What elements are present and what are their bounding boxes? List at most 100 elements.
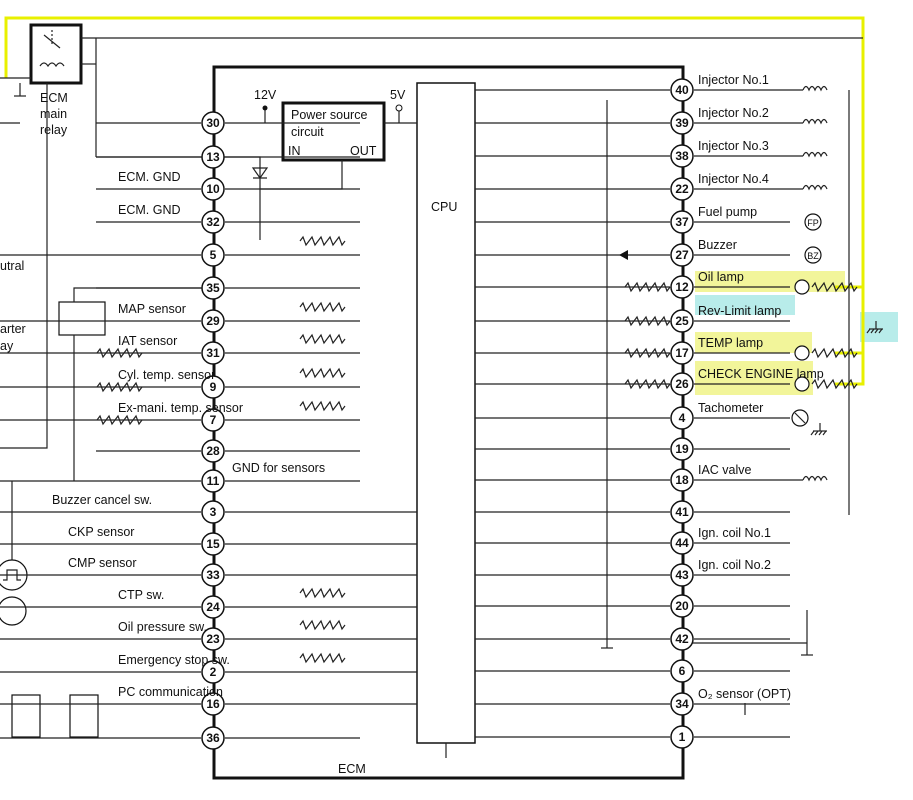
right-pin-label: Oil lamp <box>698 270 744 284</box>
left-pin-33: 33 CMP sensor <box>0 556 417 587</box>
right-pin-6: 6 <box>475 659 790 683</box>
check-engine-highlight <box>695 361 813 395</box>
buzzer-badge: BZ <box>807 251 819 261</box>
left-pin-label: Ex-mani. temp. sensor <box>118 401 243 415</box>
partial-relay: ay <box>0 339 14 353</box>
left-pin-number: 16 <box>206 697 220 711</box>
right-pin-18: 18 IAC valve <box>475 463 828 492</box>
left-pin-number: 29 <box>206 314 220 328</box>
right-pin-number: 12 <box>675 280 689 294</box>
right-pin-number: 19 <box>675 442 689 456</box>
rev-limit-lamp-highlight <box>695 295 795 315</box>
pc-connector-1 <box>11 694 41 738</box>
right-pin-1: 1 <box>475 725 790 749</box>
left-pin-label: GND for sensors <box>232 461 325 475</box>
right-pin-34: 34 O₂ sensor (OPT) <box>475 687 791 716</box>
left-pin-number: 31 <box>206 346 220 360</box>
ecm-label: ECM <box>338 762 366 776</box>
left-pin-30: 30 <box>96 111 360 135</box>
left-pin-label: CMP sensor <box>68 556 137 570</box>
left-pin-number: 13 <box>206 150 220 164</box>
left-pin-number: 33 <box>206 568 220 582</box>
right-pin-number: 39 <box>675 116 689 130</box>
left-pin-5: 5 <box>0 235 360 267</box>
right-pin-44: 44 Ign. coil No.1 <box>475 526 790 555</box>
left-pin-29: 29 MAP sensor <box>0 301 360 333</box>
right-pin-label: Fuel pump <box>698 205 757 219</box>
right-pin-12: 12 Oil lamp <box>475 270 858 299</box>
right-pin-label: CHECK ENGINE lamp <box>698 367 824 381</box>
left-pin-label: IAT sensor <box>118 334 177 348</box>
right-pin-number: 20 <box>675 599 689 613</box>
right-pin-43: 43 Ign. coil No.2 <box>475 558 790 587</box>
left-pin-label: CKP sensor <box>68 525 134 539</box>
left-pin-number: 30 <box>206 116 220 130</box>
left-pin-label: MAP sensor <box>118 302 186 316</box>
power-source-circuit <box>281 101 386 162</box>
right-pin-label: Injector No.3 <box>698 139 769 153</box>
left-pin-number: 23 <box>206 632 220 646</box>
right-pin-42: 42 <box>475 627 790 651</box>
right-pin-number: 38 <box>675 149 689 163</box>
left-pin-number: 10 <box>206 182 220 196</box>
pc-connector-2 <box>69 694 99 738</box>
relay-label-3: relay <box>40 123 68 137</box>
right-pin-number: 6 <box>679 664 686 678</box>
left-pin-label: ECM. GND <box>118 203 181 217</box>
left-pin-number: 3 <box>210 505 217 519</box>
right-pin-label: Tachometer <box>698 401 763 415</box>
fuel-pump-badge: FP <box>807 218 819 228</box>
right-pin-label: Ign. coil No.2 <box>698 558 771 572</box>
right-pin-22: 22 Injector No.4 <box>475 172 828 201</box>
ckp-sensor-icon <box>0 596 27 626</box>
right-pin-label: Injector No.4 <box>698 172 769 186</box>
right-pin-label: IAC valve <box>698 463 752 477</box>
left-pin-label: Emergency stop sw. <box>118 653 230 667</box>
left-pin-label: ECM. GND <box>118 170 181 184</box>
right-pin-number: 26 <box>675 377 689 391</box>
right-pin-number: 22 <box>675 182 689 196</box>
right-pin-label: Ign. coil No.1 <box>698 526 771 540</box>
left-pin-label: CTP sw. <box>118 588 164 602</box>
psu-label-1: Power source <box>291 108 367 122</box>
psu-label-2: circuit <box>291 125 324 139</box>
left-pin-15: 15 CKP sensor <box>0 525 417 556</box>
supply-12v: 12V <box>254 88 277 102</box>
left-pin-28: 28 <box>96 439 360 463</box>
right-pin-number: 43 <box>675 568 689 582</box>
left-pin-31: 31 IAT sensor <box>0 333 360 365</box>
right-pin-number: 42 <box>675 632 689 646</box>
right-pin-label: Buzzer <box>698 238 737 252</box>
left-pin-35: 35 <box>96 276 360 300</box>
left-pin-number: 15 <box>206 537 220 551</box>
relay-label-2: main <box>40 107 67 121</box>
yellow-wire <box>4 16 865 386</box>
left-pin-label: Oil pressure sw. <box>118 620 207 634</box>
right-pin-number: 34 <box>675 697 689 711</box>
right-pin-number: 40 <box>675 83 689 97</box>
left-pin-label: Cyl. temp. sensor <box>118 368 215 382</box>
ecm-main-relay <box>29 23 83 85</box>
right-pin-label: Rev-Limit lamp <box>698 304 781 318</box>
right-pin-number: 18 <box>675 473 689 487</box>
right-pin-number: 4 <box>679 411 686 425</box>
left-pin-number: 5 <box>210 248 217 262</box>
partial-starter: arter <box>0 322 26 336</box>
right-pin-number: 44 <box>675 536 689 550</box>
right-pin-label: TEMP lamp <box>698 336 763 350</box>
right-pin-label: O₂ sensor (OPT) <box>698 687 791 701</box>
